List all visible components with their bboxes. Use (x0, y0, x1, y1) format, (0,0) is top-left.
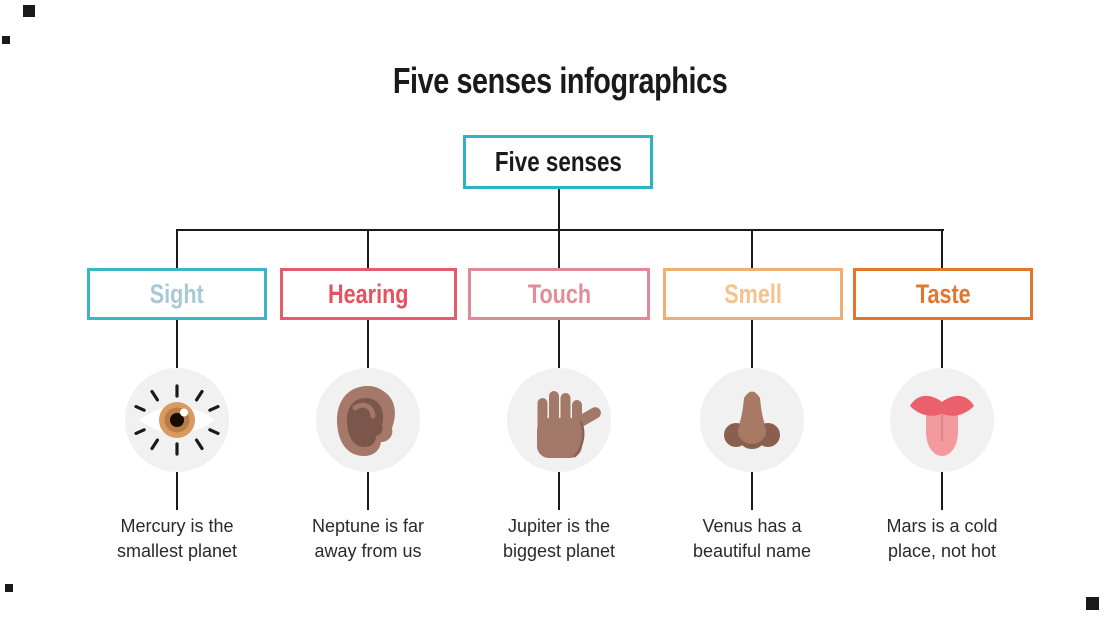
description-line: Mars is a cold (886, 516, 998, 536)
sense-box-taste: Taste (853, 268, 1033, 320)
description-line: Jupiter is the (507, 516, 611, 536)
root-node-label: Five senses (494, 146, 622, 177)
connector-box-to-icon (367, 320, 369, 368)
page-title-text: Five senses infographics (392, 60, 728, 101)
sense-label-smell: Smell (724, 278, 782, 309)
description-line: place, not hot (887, 541, 997, 561)
description-hearing: Neptune is far away from us (268, 514, 468, 564)
description-line: away from us (314, 541, 422, 561)
connector-icon-to-text (176, 472, 178, 510)
connector-icon-to-text (558, 472, 560, 510)
connector-stub (751, 229, 753, 269)
corner-square-decoration (1086, 597, 1099, 610)
eye-icon (134, 384, 220, 456)
connector-box-to-icon (941, 320, 943, 368)
hearing-icon-circle (316, 368, 420, 472)
sense-label-taste: Taste (915, 278, 971, 309)
description-line: Mercury is the (120, 516, 234, 536)
hand-icon (537, 391, 601, 458)
sense-box-smell: Smell (663, 268, 843, 320)
sight-icon-circle (125, 368, 229, 472)
connector-stub (941, 229, 943, 269)
connector-horizontal (176, 229, 944, 231)
tongue-icon (910, 395, 974, 456)
connector-stub (367, 229, 369, 269)
connector-icon-to-text (941, 472, 943, 510)
sense-box-hearing: Hearing (280, 268, 457, 320)
description-line: beautiful name (692, 541, 812, 561)
connector-root-stem (558, 189, 560, 230)
ear-icon (337, 386, 395, 456)
corner-square-decoration (2, 36, 10, 44)
description-touch: Jupiter is the biggest planet (459, 514, 659, 564)
sense-label-hearing: Hearing (328, 278, 409, 309)
sense-label-sight: Sight (150, 278, 204, 309)
connector-stub (176, 229, 178, 269)
page-title: Five senses infographics (0, 60, 1120, 102)
description-line: Neptune is far (311, 516, 425, 536)
connector-stub (558, 229, 560, 269)
connector-icon-to-text (751, 472, 753, 510)
description-taste: Mars is a cold place, not hot (842, 514, 1042, 564)
connector-box-to-icon (176, 320, 178, 368)
touch-icon-circle (507, 368, 611, 472)
description-line: Venus has a (702, 516, 802, 536)
nose-icon (724, 391, 780, 449)
description-line: smallest planet (116, 541, 238, 561)
sense-box-sight: Sight (87, 268, 267, 320)
smell-icon-circle (700, 368, 804, 472)
description-sight: Mercury is the smallest planet (77, 514, 277, 564)
connector-icon-to-text (367, 472, 369, 510)
taste-icon-circle (890, 368, 994, 472)
description-line: biggest planet (502, 541, 616, 561)
root-node-five-senses: Five senses (463, 135, 653, 189)
sense-box-touch: Touch (468, 268, 650, 320)
connector-box-to-icon (751, 320, 753, 368)
corner-square-decoration (5, 584, 13, 592)
connector-box-to-icon (558, 320, 560, 368)
description-smell: Venus has a beautiful name (652, 514, 852, 564)
sense-label-touch: Touch (527, 278, 591, 309)
corner-square-decoration (23, 5, 35, 17)
